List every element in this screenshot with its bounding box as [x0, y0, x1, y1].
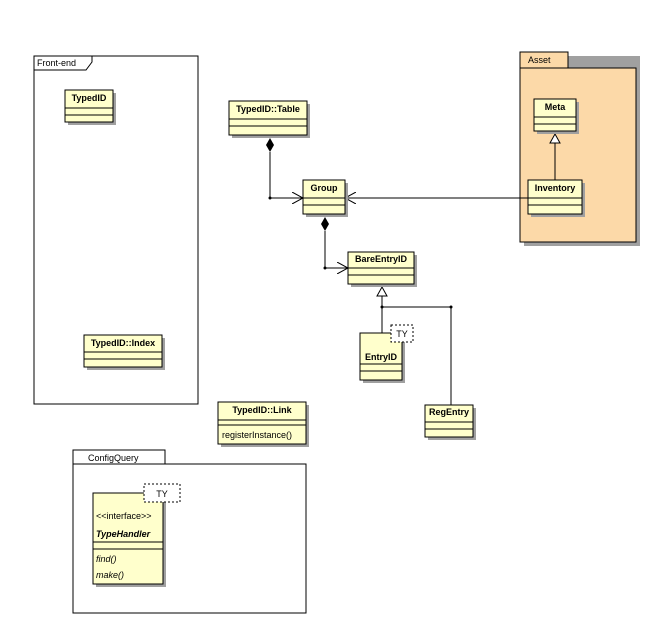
composition-diamond: [321, 217, 329, 231]
junction-dot: [268, 196, 272, 200]
class-box: [83, 334, 163, 368]
package-configquery[interactable]: ConfigQuery: [72, 449, 307, 614]
class-name: RegEntry: [429, 407, 469, 417]
class-inventory[interactable]: Inventory: [527, 179, 585, 217]
class-box: [527, 179, 583, 215]
package-configquery-body: [72, 463, 307, 614]
class-bareentryid[interactable]: BareEntryID: [347, 251, 417, 287]
class-name: EntryID: [365, 352, 398, 362]
package-configquery-label: ConfigQuery: [88, 453, 139, 463]
class-box: [228, 100, 308, 136]
class-name: TypeHandler: [96, 529, 151, 539]
composition-line: [324, 231, 348, 268]
junction-dot: [323, 266, 327, 270]
class-group[interactable]: Group: [302, 179, 348, 217]
class-box: [424, 404, 474, 438]
class-name: Inventory: [535, 183, 576, 193]
class-operation: registerInstance(): [222, 430, 292, 440]
class-entryid[interactable]: EntryID TY: [359, 324, 414, 383]
class-name: TypedID::Link: [232, 405, 292, 415]
template-param: TY: [396, 329, 408, 339]
composition-diamond: [266, 138, 274, 152]
package-frontend[interactable]: Front-end: [33, 55, 199, 405]
class-typehandler[interactable]: <<interface>> TypeHandler find() make() …: [92, 483, 181, 587]
class-name: BareEntryID: [355, 254, 408, 264]
class-operation: find(): [96, 554, 117, 564]
class-typedid[interactable]: TypedID: [64, 89, 116, 125]
composition-table-group[interactable]: [266, 138, 303, 200]
class-box: [302, 179, 346, 215]
class-typedid-index[interactable]: TypedID::Index: [83, 334, 165, 370]
class-regentry[interactable]: RegEntry: [424, 404, 476, 440]
class-meta[interactable]: Meta: [533, 98, 579, 134]
class-typedid-table[interactable]: TypedID::Table: [228, 100, 310, 138]
class-box: [533, 98, 577, 132]
junction-dot: [380, 305, 384, 309]
class-operation: make(): [96, 570, 124, 580]
package-asset-label: Asset: [528, 55, 551, 65]
class-name: Group: [311, 183, 338, 193]
class-name: TypedID: [72, 93, 107, 103]
class-typedid-link[interactable]: TypedID::Link registerInstance(): [217, 401, 309, 447]
package-frontend-label: Front-end: [37, 58, 76, 68]
template-param: TY: [156, 489, 168, 499]
class-name: TypedID::Table: [236, 104, 300, 114]
composition-line: [269, 152, 303, 198]
composition-group-bareentryid[interactable]: [321, 217, 348, 270]
class-box: [92, 492, 164, 585]
junction-dot: [449, 305, 453, 309]
class-name: Meta: [545, 102, 566, 112]
class-box: [64, 89, 114, 123]
generalization-inventory-meta[interactable]: [549, 132, 561, 180]
generalization-triangle: [549, 132, 561, 144]
class-box: [217, 401, 307, 445]
generalization-triangle: [376, 285, 388, 297]
template-param-box: [390, 324, 414, 343]
generalization-to-bareentryid[interactable]: [376, 285, 453, 405]
package-frontend-body: [33, 55, 199, 405]
template-param-box: [143, 483, 181, 503]
class-name: TypedID::Index: [91, 338, 155, 348]
class-stereotype: <<interface>>: [96, 511, 152, 521]
